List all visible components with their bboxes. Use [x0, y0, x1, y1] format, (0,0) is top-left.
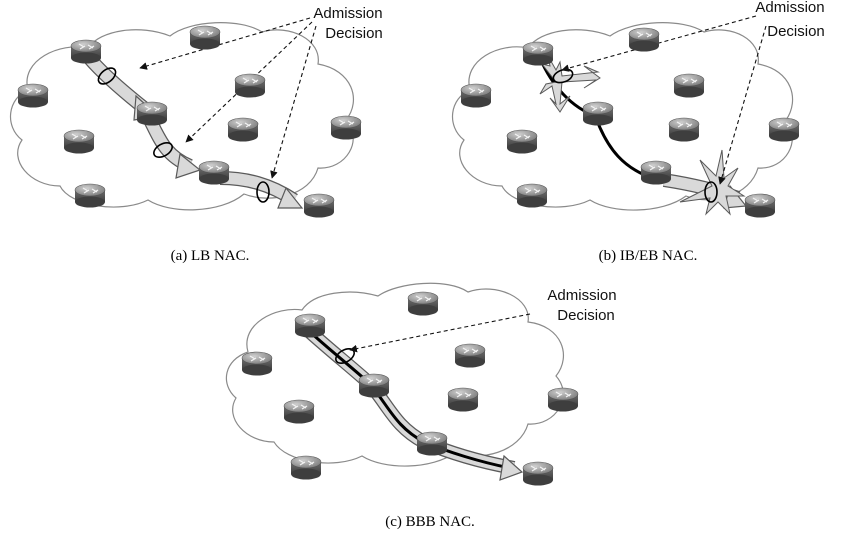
- router-icon: [668, 117, 700, 143]
- caption-c: (c) BBB NAC.: [385, 514, 475, 530]
- router-icon: [640, 160, 672, 186]
- router-icon: [74, 183, 106, 209]
- admission-ring-b-1: [552, 68, 574, 84]
- annotation-line-1: Admission: [313, 5, 382, 22]
- router-icon: [303, 193, 335, 219]
- cloud-c: [225, 282, 565, 467]
- router-icon: [506, 129, 538, 155]
- annotation-line-1: Admission: [547, 287, 616, 304]
- router-icon: [628, 27, 660, 53]
- router-icon: [547, 387, 579, 413]
- router-icon: [283, 399, 315, 425]
- router-icon: [447, 387, 479, 413]
- panel-c: Admission Decision (c) BBB NAC.: [225, 282, 617, 530]
- admission-ring-a-2: [153, 141, 173, 159]
- router-icon: [460, 83, 492, 109]
- router-icon: [522, 461, 554, 487]
- admission-ring-a-1: [97, 67, 117, 85]
- router-icon: [63, 129, 95, 155]
- router-icon: [290, 455, 322, 481]
- router-icon: [17, 83, 49, 109]
- router-icon: [234, 73, 266, 99]
- router-icon: [294, 313, 326, 339]
- router-icon: [189, 25, 221, 51]
- router-icon: [136, 101, 168, 127]
- router-icon: [673, 73, 705, 99]
- annotation-line-1: Admission: [755, 0, 824, 16]
- router-icon: [358, 373, 390, 399]
- router-icon: [330, 115, 362, 141]
- caption-b: (b) IB/EB NAC.: [599, 248, 698, 264]
- router-icon: [70, 39, 102, 65]
- decision-arrow-c: [349, 313, 531, 353]
- decision-arrow-a-1: [139, 17, 311, 70]
- flow-arrowhead-c: [499, 454, 524, 481]
- router-icon: [416, 431, 448, 457]
- decision-arrow-a-3: [270, 25, 317, 179]
- caption-a: (a) LB NAC.: [171, 248, 250, 264]
- panel-a: Admission Decision (a) LB NAC.: [9, 5, 383, 264]
- annotation-line-2: Decision: [767, 23, 825, 40]
- router-icon: [744, 193, 776, 219]
- cloud-a: [9, 22, 355, 211]
- annotation-line-2: Decision: [557, 307, 615, 324]
- panel-b: Admission Decision (b) IB/EB NAC.: [451, 0, 825, 264]
- router-icon: [227, 117, 259, 143]
- ingress-burst: [539, 55, 601, 113]
- router-icon: [522, 41, 554, 67]
- annotation-line-2: Decision: [325, 25, 383, 42]
- router-icon: [516, 183, 548, 209]
- router-icon: [454, 343, 486, 369]
- flow-line-c: [308, 330, 511, 470]
- admission-ring-b-2: [704, 181, 718, 203]
- router-icon: [407, 291, 439, 317]
- router-icon: [241, 351, 273, 377]
- admission-ring-a-3: [256, 181, 270, 203]
- flow-arrowhead-a-3: [277, 186, 304, 209]
- cloud-b: [451, 22, 794, 211]
- router-icon: [198, 160, 230, 186]
- flow-arrowhead-a-2: [175, 152, 202, 179]
- router-icon: [582, 101, 614, 127]
- router-icon: [768, 117, 800, 143]
